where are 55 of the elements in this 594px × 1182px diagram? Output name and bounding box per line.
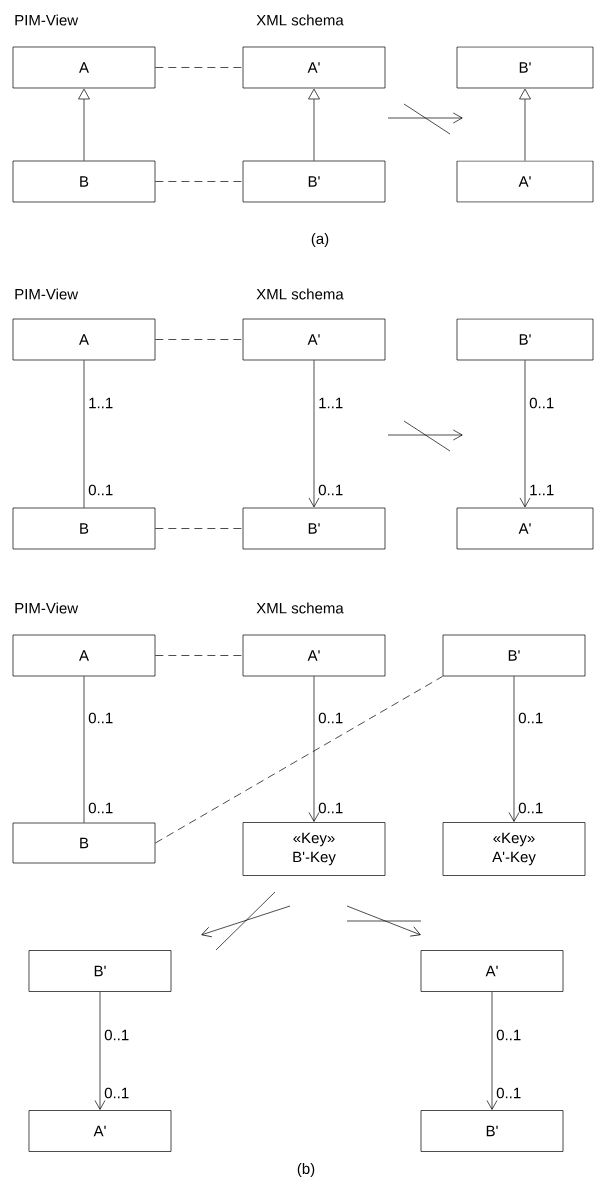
class-box: A' [28, 1110, 172, 1152]
arrow [486, 991, 498, 1110]
multiplicity: 0..1 [518, 802, 543, 814]
key-class-box: «Key» B'-Key [242, 822, 386, 876]
arrow [308, 88, 320, 161]
multiplicity: 0..1 [496, 1029, 521, 1041]
class-box: B' [442, 634, 586, 677]
arrow [308, 676, 320, 822]
class-box: B' [242, 160, 386, 203]
class-box: B' [456, 318, 594, 361]
multiplicity: 0..1 [104, 1087, 129, 1099]
multiplicity: 1..1 [89, 397, 113, 409]
dashed-line [155, 528, 243, 529]
multiplicity: 0..1 [318, 712, 343, 724]
dashed-line [155, 339, 243, 340]
arrow [519, 88, 531, 161]
class-box: B' [242, 507, 386, 550]
figure-caption: (a) [311, 233, 329, 247]
class-box: A' [242, 46, 386, 89]
association-line [83, 360, 85, 508]
class-box: A [12, 318, 156, 361]
class-box: B' [28, 950, 172, 992]
arrow [94, 991, 106, 1110]
multiplicity: 0..1 [104, 1029, 129, 1041]
class-box: B' [420, 1110, 564, 1152]
class-box: A' [242, 318, 386, 361]
dashed-line [155, 181, 243, 182]
class-box: A [12, 634, 156, 677]
association-line [83, 676, 85, 823]
class-box: A [12, 46, 156, 89]
dashed-line [155, 67, 243, 68]
class-box: B [12, 160, 156, 203]
class-box: A' [456, 160, 594, 203]
class-box: A' [242, 634, 386, 677]
arrow [78, 88, 90, 161]
class-box: B [12, 507, 156, 550]
dashed-line [155, 655, 243, 656]
arrow [308, 360, 320, 508]
multiplicity: 0..1 [496, 1087, 521, 1099]
class-box: B [12, 822, 156, 864]
multiplicity: 0..1 [88, 712, 113, 724]
key-class-box: «Key» A'-Key [442, 822, 586, 876]
multiplicity: 0..1 [518, 712, 543, 724]
arrow [508, 676, 520, 822]
multiplicity: 0..1 [88, 802, 113, 814]
view-heading: XML schema [256, 602, 344, 614]
class-box: A' [420, 950, 564, 992]
figure-caption: (b) [297, 1163, 315, 1177]
view-heading: PIM-View [15, 602, 79, 614]
arrow [519, 360, 531, 508]
class-box: A' [456, 507, 594, 550]
multiplicity: 1..1 [319, 397, 343, 409]
class-box: B' [456, 46, 594, 89]
multiplicity: 0..1 [318, 802, 343, 814]
dashed-line [155, 676, 443, 844]
